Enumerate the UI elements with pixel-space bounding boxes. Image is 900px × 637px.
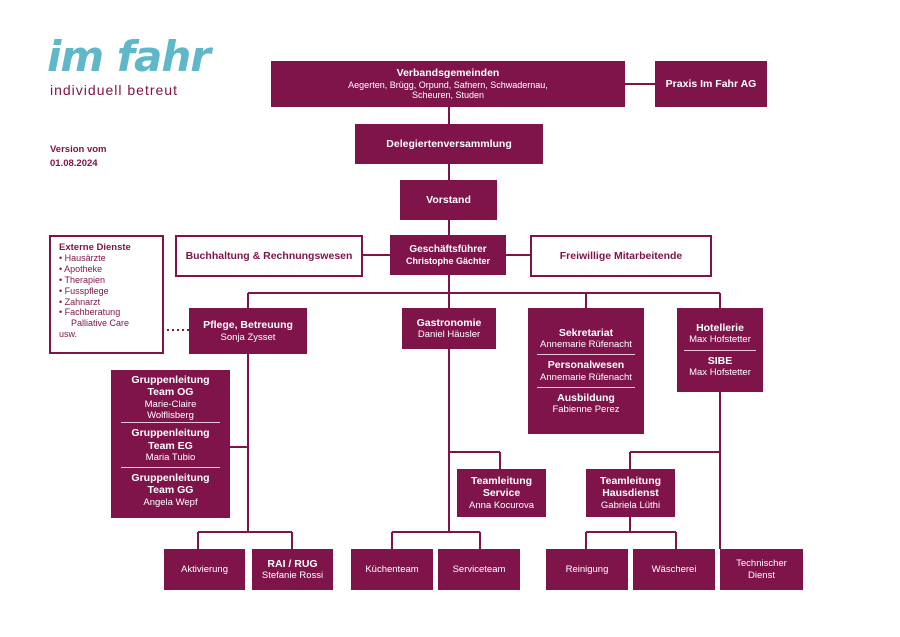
team-gg-title1: Gruppenleitung <box>131 472 210 485</box>
waescherei-box: Wäscherei <box>633 549 715 590</box>
version-line1: Version vom <box>50 144 107 155</box>
pflege-title: Pflege, Betreuung <box>203 319 293 332</box>
externe-dienste-list: Hausärzte Apotheke Therapien Fusspflege … <box>59 253 154 318</box>
externe-dienste-title: Externe Dienste <box>59 242 131 253</box>
gastro-name: Daniel Häusler <box>417 329 481 341</box>
version-label: Version vom 01.08.2024 <box>50 143 107 172</box>
reinigung-box: Reinigung <box>546 549 628 590</box>
pflege-name: Sonja Zysset <box>220 331 276 343</box>
team-gg-name: Angela Wepf <box>143 496 198 508</box>
teamleitung-hausdienst-box: Teamleitung Hausdienst Gabriela Lüthi <box>586 469 675 517</box>
divider <box>120 422 221 424</box>
waescherei-label: Wäscherei <box>651 563 697 575</box>
sekretariat-box: Sekretariat Annemarie Rüfenacht Personal… <box>528 308 644 434</box>
praxis-title: Praxis Im Fahr AG <box>665 77 757 90</box>
sekretariat-title: Sekretariat <box>558 326 614 339</box>
sibe-name: Max Hofstetter <box>689 366 751 378</box>
hausdienst-title2: Hausdienst <box>602 487 659 500</box>
team-eg-name: Maria Tubio <box>145 451 196 463</box>
rai-rug-box: RAI / RUG Stefanie Rossi <box>252 549 333 590</box>
list-item: Fachberatung <box>59 307 154 318</box>
list-item: Therapien <box>59 275 154 286</box>
reinigung-label: Reinigung <box>565 563 609 575</box>
personalwesen-section: Personalwesen Annemarie Rüfenacht <box>540 359 632 383</box>
divider <box>537 386 635 388</box>
sibe-title: SIBE <box>707 354 733 367</box>
team-og-title1: Gruppenleitung <box>131 374 210 386</box>
team-eg-section: Gruppenleitung Team EG Maria Tubio <box>131 427 209 463</box>
service-name: Anna Kocurova <box>469 499 534 511</box>
gf-name: Christophe Gächter <box>405 255 490 266</box>
divider <box>120 467 221 469</box>
team-og-section: Gruppenleitung Team OG Marie-Claire Wolf… <box>131 374 209 421</box>
verbandsgemeinden-desc: Aegerten, Brügg, Orpund, Safnern, Schwad… <box>348 79 548 101</box>
kuechenteam-label: Küchenteam <box>365 563 419 575</box>
gruppenleitung-box: Gruppenleitung Team OG Marie-Claire Wolf… <box>111 370 230 518</box>
divider <box>537 354 635 356</box>
hausdienst-name: Gabriela Lüthi <box>600 499 661 511</box>
gf-title: Geschäftsführer <box>409 243 487 255</box>
list-item: Apotheke <box>59 264 154 275</box>
list-item: Zahnarzt <box>59 297 154 308</box>
verbandsgemeinden-title: Verbandsgemeinden <box>396 67 500 80</box>
service-title1: Teamleitung <box>470 475 533 488</box>
freiwillige-title: Freiwillige Mitarbeitende <box>559 250 683 262</box>
personalwesen-title: Personalwesen <box>547 359 625 372</box>
service-title2: Service <box>482 487 521 500</box>
list-item: Hausärzte <box>59 253 154 264</box>
team-gg-title2: Team GG <box>147 484 194 497</box>
rai-name: Stefanie Rossi <box>261 570 324 582</box>
team-og-name2: Wolflisberg <box>147 409 194 421</box>
team-eg-title1: Gruppenleitung <box>131 427 210 440</box>
freiwillige-box: Freiwillige Mitarbeitende <box>530 235 712 277</box>
sekretariat-name: Annemarie Rüfenacht <box>540 339 632 350</box>
team-eg-title2: Team EG <box>148 439 193 452</box>
pflege-box: Pflege, Betreuung Sonja Zysset <box>189 308 307 354</box>
serviceteam-box: Serviceteam <box>438 549 520 590</box>
kuechenteam-box: Küchenteam <box>351 549 433 590</box>
divider <box>683 349 757 351</box>
team-og-name1: Marie-Claire <box>144 398 197 410</box>
gastro-title: Gastronomie <box>416 316 482 329</box>
rai-title: RAI / RUG <box>267 557 318 570</box>
geschaeftsfuehrer-box: Geschäftsführer Christophe Gächter <box>390 235 506 275</box>
vorstand-box: Vorstand <box>400 180 497 220</box>
personalwesen-name: Annemarie Rüfenacht <box>540 371 632 383</box>
list-item-continuation: Palliative Care <box>71 318 130 329</box>
ausbildung-name: Fabienne Perez <box>552 404 620 416</box>
version-date: 01.08.2024 <box>50 158 98 170</box>
praxis-box: Praxis Im Fahr AG <box>655 61 767 107</box>
buchhaltung-title: Buchhaltung & Rechnungswesen <box>185 250 353 262</box>
delegiertenversammlung-box: Delegiertenversammlung <box>355 124 543 164</box>
sekretariat-section: Sekretariat Annemarie Rüfenacht <box>540 327 632 351</box>
delegierte-title: Delegiertenversammlung <box>386 137 512 150</box>
list-item: Fusspflege <box>59 286 154 297</box>
sibe-section: SIBE Max Hofstetter <box>689 355 751 379</box>
team-og-title2: Team OG <box>147 386 194 399</box>
teamleitung-service-box: Teamleitung Service Anna Kocurova <box>457 469 546 517</box>
technischer-label1: Technischer <box>736 558 787 570</box>
technischer-dienst-box: Technischer Dienst <box>720 549 803 590</box>
hotellerie-box: Hotellerie Max Hofstetter SIBE Max Hofst… <box>677 308 763 392</box>
ausbildung-title: Ausbildung <box>557 391 615 404</box>
hotellerie-title: Hotellerie <box>696 321 744 334</box>
aktivierung-box: Aktivierung <box>164 549 245 590</box>
externe-dienste-footer: usw. <box>59 328 78 339</box>
aktivierung-label: Aktivierung <box>181 563 228 575</box>
vorstand-title: Vorstand <box>426 193 471 206</box>
externe-dienste-box: Externe Dienste Hausärzte Apotheke Thera… <box>49 235 164 354</box>
technischer-label2: Dienst <box>748 569 775 581</box>
buchhaltung-box: Buchhaltung & Rechnungswesen <box>175 235 363 277</box>
gastronomie-box: Gastronomie Daniel Häusler <box>402 308 496 349</box>
serviceteam-label: Serviceteam <box>452 563 506 575</box>
team-gg-section: Gruppenleitung Team GG Angela Wepf <box>131 472 209 508</box>
hotellerie-name: Max Hofstetter <box>689 334 751 346</box>
hausdienst-title1: Teamleitung <box>599 475 662 488</box>
verbandsgemeinden-box: Verbandsgemeinden Aegerten, Brügg, Orpun… <box>271 61 625 107</box>
ausbildung-section: Ausbildung Fabienne Perez <box>552 392 619 416</box>
hotellerie-section: Hotellerie Max Hofstetter <box>689 322 751 346</box>
logo-tagline: individuell betreut <box>50 82 178 98</box>
logo-wordmark: im fahr <box>47 32 211 81</box>
